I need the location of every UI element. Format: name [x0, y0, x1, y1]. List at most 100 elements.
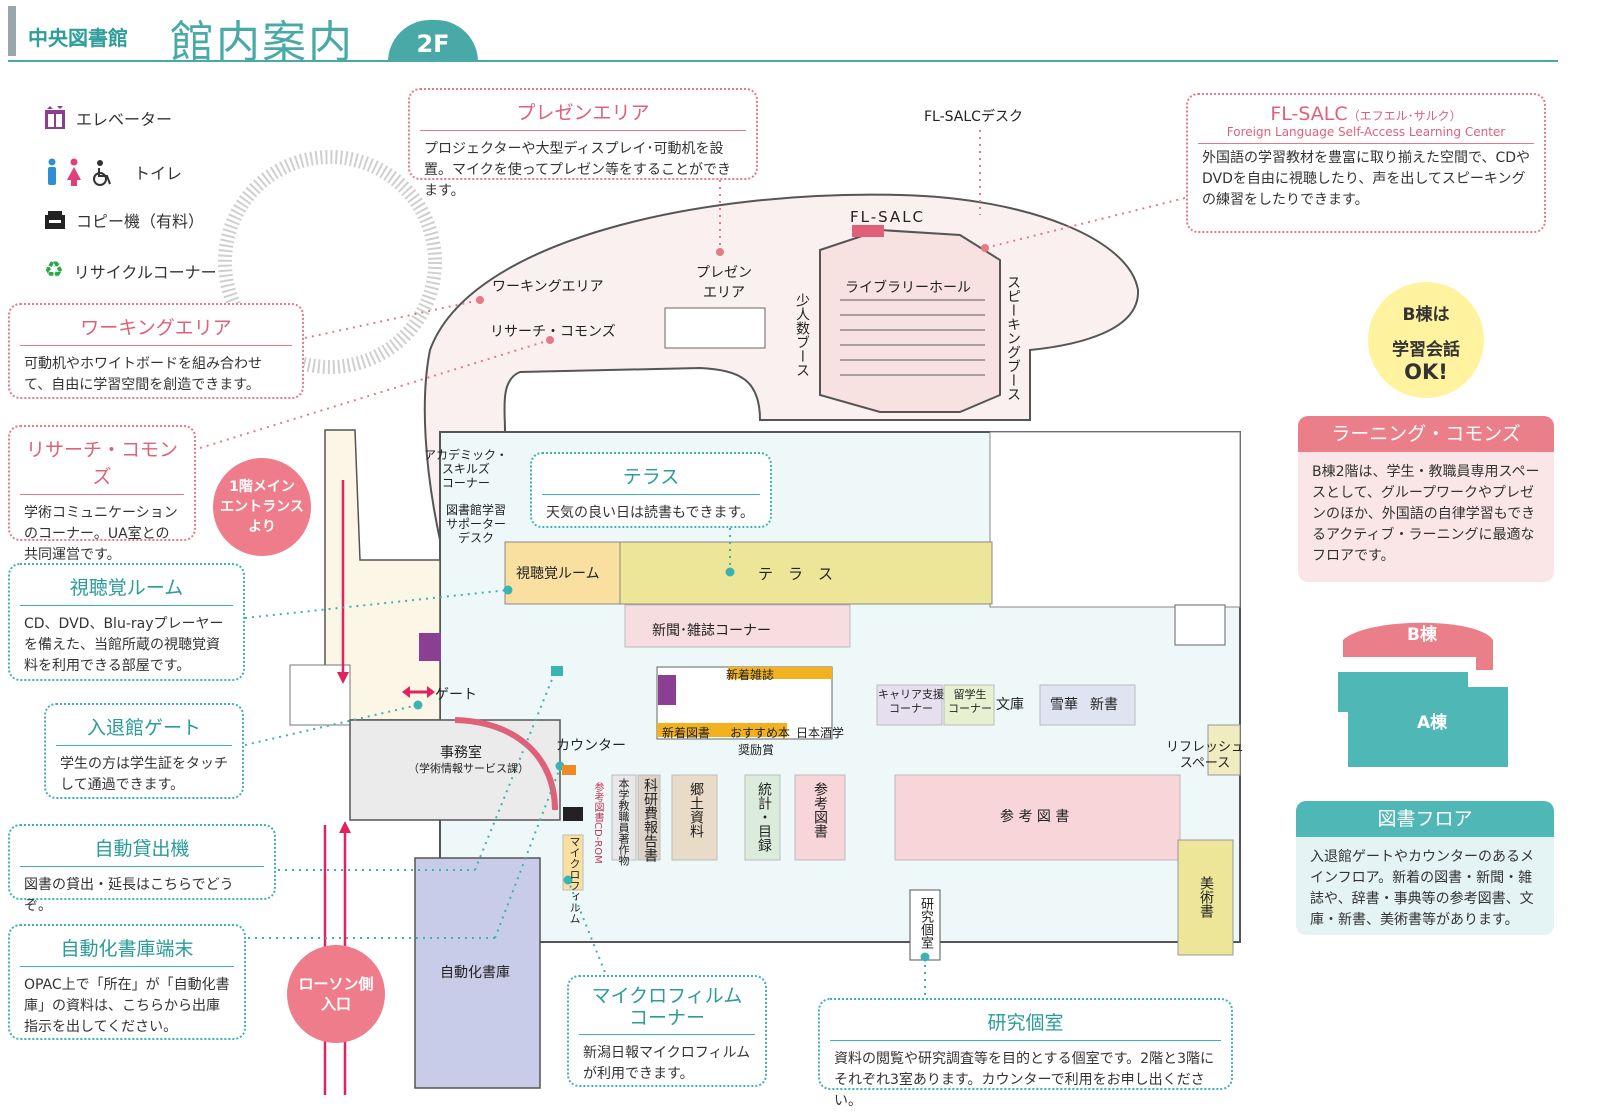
label-auto-store: 自動化書庫: [440, 965, 510, 981]
callout-terrace: テラス 天気の良い日は読書もできます。: [530, 452, 772, 528]
callout-research-body: 学術コミュニケーションのコーナー。UA室との共同運営です。: [24, 505, 178, 563]
callout-autostore-body: OPAC上で「所在」が「自動化書庫」の資料は、こちらから出庫指示を出してください…: [24, 977, 230, 1035]
elevator-icon: [44, 106, 66, 130]
label-reference: 参 考 図 書: [1000, 809, 1070, 825]
callout-microfilm: マイクロフィルム コーナー 新潟日報マイクロフィルムが利用できます。: [567, 975, 767, 1087]
b-building-bubble: B棟は 学習会話 OK!: [1368, 282, 1484, 398]
av-room-area: [504, 541, 621, 605]
label-recommend: おすすめ本: [730, 726, 791, 740]
legend-restroom: トイレ: [44, 158, 182, 186]
callout-av-body: CD、DVD、Blu-rayプレーヤーを備えた、当館所蔵の視聴覚資料を利用できる…: [24, 616, 224, 674]
building-minimap: [1338, 622, 1508, 767]
east-void: [989, 431, 1241, 608]
legend-copier-label: コピー機（有料）: [76, 212, 205, 231]
callout-research-title: リサーチ・コモンズ: [20, 435, 184, 495]
minimap-b-label: B棟: [1407, 625, 1437, 645]
callout-flsalc: FL-SALC（エフエル･サルク） Foreign Language Self-…: [1186, 93, 1546, 233]
b-building-line1: B棟は: [1402, 305, 1450, 325]
callout-study-body: 資料の閲覧や研究調査等を目的とする個室です。2階と3階にそれぞれ3室あります。カ…: [834, 1051, 1214, 1109]
map-elevator-2: [658, 675, 676, 705]
recycle-icon: ♻: [44, 258, 64, 283]
callout-gate-title: 入退館ゲート: [56, 713, 232, 746]
header-accent-bar: [8, 6, 16, 56]
label-art: 美術書: [1198, 876, 1214, 918]
label-sekka: 雪華: [1050, 697, 1078, 713]
label-intl: 留学生 コーナー: [948, 688, 992, 715]
header-subtitle: 中央図書館: [28, 26, 128, 50]
label-ref-books: 参考図書: [812, 782, 828, 838]
label-office-sub: （学術情報サービス課）: [408, 762, 529, 775]
spiral-staircase: [218, 150, 442, 374]
east-restroom-block: [1174, 604, 1226, 646]
legend-recycle: ♻ リサイクルコーナー: [44, 258, 217, 283]
label-speaking-booth: スピーキングブース: [1005, 275, 1021, 401]
callout-autostore: 自動化書庫端末 OPAC上で「所在」が「自動化書庫」の資料は、こちらから出庫指示…: [8, 924, 246, 1040]
callout-terrace-title: テラス: [542, 462, 760, 495]
label-study-room: 研究個室: [918, 897, 933, 949]
intl-area: [943, 684, 995, 726]
label-library-hall: ライブラリーホール: [845, 280, 971, 296]
legend-elevator-label: エレベーター: [76, 110, 173, 129]
callout-selfcheck-body: 図書の貸出・延長はこちらでどうぞ。: [24, 877, 234, 914]
refresh-area: [1207, 724, 1241, 776]
terrace-area: [619, 541, 993, 605]
study-room-block: [909, 889, 941, 961]
label-new-books: 新着図書: [662, 726, 711, 740]
label-shinsho: 新書: [1090, 697, 1118, 713]
label-office: 事務室: [440, 745, 482, 761]
panel-learning-commons: ラーニング・コモンズ B棟2階は、学生・教職員専用スペースとして、グループワーク…: [1298, 416, 1554, 582]
callout-selfcheck: 自動貸出機 図書の貸出・延長はこちらでどうぞ。: [8, 824, 276, 914]
callout-study-title: 研究個室: [830, 1008, 1221, 1041]
label-flsalc: FL-SALC: [850, 208, 926, 226]
legend-restroom-label: トイレ: [134, 164, 183, 183]
label-academic-skills: アカデミック・ スキルズ コーナー: [424, 448, 508, 490]
label-career: キャリア支援 コーナー: [878, 688, 944, 715]
callout-autostore-title: 自動化書庫端末: [20, 934, 234, 967]
panel-book-floor: 図書フロア 入退館ゲートやカウンターのあるメインフロア。新着の図書・新聞・雑誌や…: [1296, 801, 1554, 935]
office-room: [349, 719, 561, 821]
minimap-a-label: A棟: [1417, 713, 1448, 733]
callout-working-title: ワーキングエリア: [20, 313, 292, 346]
callout-selfcheck-title: 自動貸出機: [20, 834, 264, 867]
auto-storage-room: [414, 857, 541, 1089]
callout-flsalc-title-main: FL-SALC: [1270, 103, 1348, 125]
map-elevator: [419, 633, 441, 661]
label-stats: 統計・目録: [756, 782, 772, 852]
label-bunko: 文庫: [996, 697, 1024, 713]
callout-research-commons: リサーチ・コモンズ 学術コミュニケーションのコーナー。UA室との共同運営です。: [8, 425, 196, 563]
callout-gate-body: 学生の方は学生証をタッチして通過できます。: [60, 756, 228, 793]
callout-terrace-body: 天気の良い日は読書もできます。: [546, 505, 755, 521]
copier-icon: [44, 209, 66, 231]
page-title: 館内案内: [170, 17, 354, 68]
legend-recycle-label: リサイクルコーナー: [73, 262, 217, 282]
callout-working-area: ワーキングエリア 可動机やホワイトボードを組み合わせて、自由に学習空間を創造でき…: [8, 303, 304, 399]
label-small-booth: 少人数ブース: [794, 293, 810, 377]
callout-av-room: 視聴覚ルーム CD、DVD、Blu-rayプレーヤーを備えた、当館所蔵の視聴覚資…: [8, 563, 245, 681]
label-support-desk: 図書館学習 サポーター デスク: [446, 503, 507, 545]
callout-flsalc-title: FL-SALC（エフエル･サルク）: [1198, 103, 1534, 125]
label-presen-area: プレゼン エリア: [696, 265, 752, 301]
header-divider: [8, 60, 1558, 62]
label-counter: カウンター: [556, 738, 626, 754]
legend-copier: コピー機（有料）: [44, 208, 204, 232]
art-books-area: [1177, 839, 1234, 956]
label-cdrom: 参考図書CD-ROM: [592, 782, 603, 864]
b-building-line3: OK!: [1404, 360, 1448, 384]
newspaper-area: [624, 604, 851, 648]
north-restroom-block: [664, 307, 766, 349]
label-research-commons: リサーチ・コモンズ: [490, 324, 616, 340]
callout-microfilm-title: マイクロフィルム コーナー: [579, 985, 755, 1035]
callout-flsalc-subtitle: Foreign Language Self-Access Learning Ce…: [1198, 125, 1534, 144]
label-award: 奨励賞: [738, 743, 775, 757]
badge-main-entrance: 1階メイン エントランス より: [213, 458, 311, 556]
library-hall-shape: [819, 228, 1001, 413]
shinsho-area: [1039, 684, 1136, 726]
label-newspaper: 新聞･雑誌コーナー: [652, 623, 771, 639]
career-area: [876, 684, 943, 726]
b-building-line2: 学習会話: [1392, 340, 1460, 360]
callout-flsalc-title-small: （エフエル･サルク）: [1347, 109, 1462, 123]
callout-study-room: 研究個室 資料の閲覧や研究調査等を目的とする個室です。2階と3階にそれぞれ3室あ…: [818, 998, 1233, 1109]
reference-area: [894, 774, 1181, 861]
label-microfilm: マイクロフィルム: [568, 836, 581, 924]
label-refresh: リフレッシュ スペース: [1166, 740, 1245, 771]
